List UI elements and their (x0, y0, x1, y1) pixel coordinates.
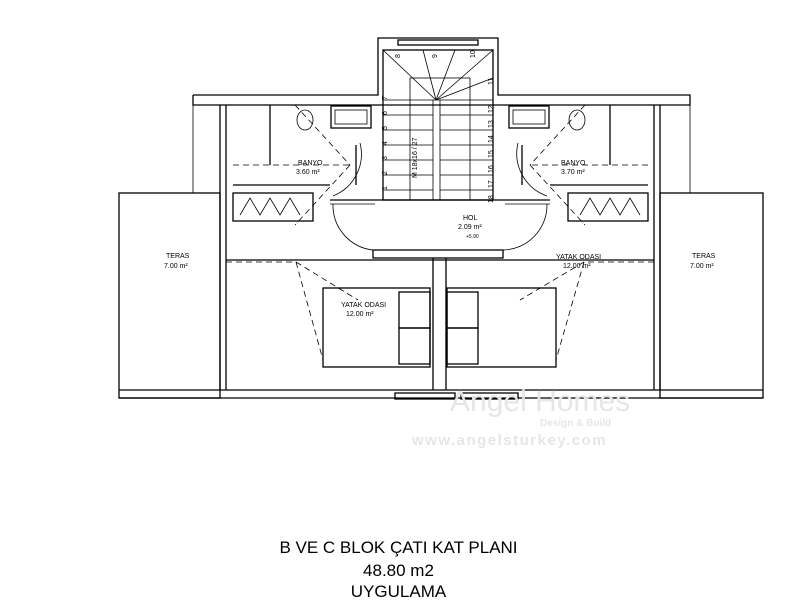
banyo-left-name: BANYO (298, 160, 323, 167)
bathroom-fixtures (233, 104, 648, 226)
step-number: 17 (488, 180, 495, 188)
teras-right-name: TERAS (692, 253, 716, 260)
step-number: 15 (488, 150, 495, 158)
walls (119, 105, 763, 399)
step-number: 9 (432, 54, 439, 58)
hol-level: +5.90 (466, 234, 479, 240)
step-number: 3 (382, 156, 389, 160)
yatak-right-area: 12.00 m² (563, 263, 591, 270)
roof-hip-lines (226, 261, 654, 361)
banyo-right-area: 3.70 m² (561, 169, 585, 176)
watermark-brand: Angel Homes (450, 385, 631, 418)
step-number: 1 (382, 186, 389, 190)
step-number: 4 (382, 141, 389, 145)
plan-area: 48.80 m2 (363, 561, 434, 580)
teras-right-area: 7.00 m² (690, 263, 714, 270)
step-number: 7 (382, 96, 389, 100)
step-number: 5 (382, 126, 389, 130)
hol-area: 2.09 m² (458, 224, 482, 231)
banyo-right-name: BANYO (561, 160, 586, 167)
banyo-left-area: 3.60 m² (296, 169, 320, 176)
step-number: 8 (395, 54, 402, 58)
terraces (118, 105, 764, 399)
step-number: 12 (488, 105, 495, 113)
hol-name: HOL (463, 215, 478, 222)
plan-title: B VE C BLOK ÇATI KAT PLANI (279, 538, 518, 557)
step-number: 14 (488, 135, 495, 143)
step-number: 2 (382, 171, 389, 175)
step-number: 18 (488, 195, 495, 203)
step-number: 10 (470, 50, 477, 58)
stair-label: M 18x16 / 27 (412, 137, 419, 178)
bedrooms (322, 287, 557, 400)
staircase (382, 49, 494, 201)
teras-left-area: 7.00 m² (164, 263, 188, 270)
teras-left-name: TERAS (166, 253, 190, 260)
yatak-left-name: YATAK ODASI (341, 302, 386, 309)
step-number: 6 (382, 111, 389, 115)
roof-outline (192, 37, 691, 106)
hall (330, 142, 550, 251)
step-number: 11 (488, 78, 495, 85)
watermark-tagline: Design & Build (540, 418, 612, 429)
plan-status: UYGULAMA (350, 582, 447, 601)
step-number: 13 (488, 120, 495, 128)
yatak-left-area: 12.00 m² (346, 311, 374, 318)
watermark-url: www.angelsturkey.com (412, 432, 608, 449)
yatak-right-name: YATAK ODASI (556, 254, 601, 261)
step-number: 16 (488, 165, 495, 173)
